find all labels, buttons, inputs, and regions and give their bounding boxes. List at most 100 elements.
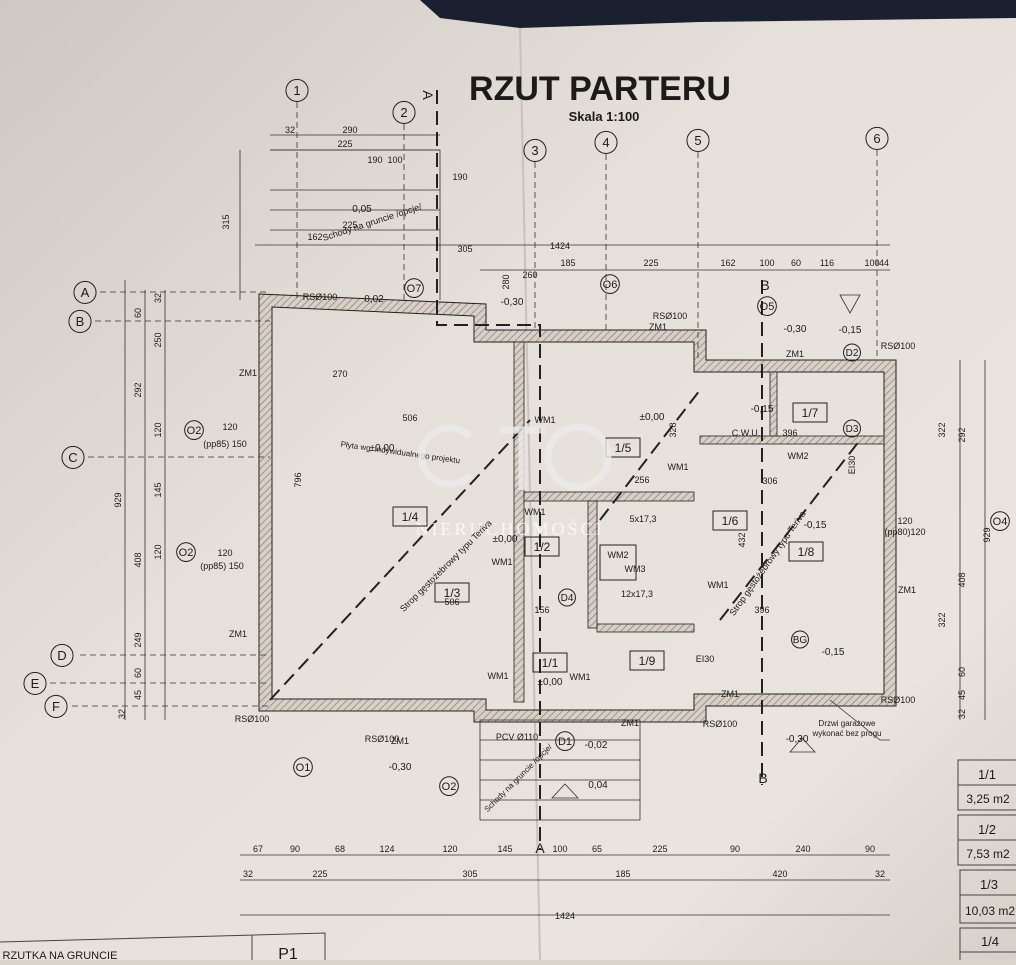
grid-axis-c-frame bbox=[61, 445, 85, 470]
wm1-label: WM1 bbox=[488, 671, 509, 681]
dimension-lines bbox=[50, 102, 986, 916]
dim-bottom-chain: 65 bbox=[592, 844, 602, 854]
title-block bbox=[0, 932, 326, 960]
door-d4-frame bbox=[558, 588, 576, 607]
zm1-label: ZM1 bbox=[229, 629, 247, 639]
room-1-6-frame bbox=[712, 510, 748, 531]
dim-left-chain: 60 bbox=[133, 668, 143, 678]
room-1-9: 1/9 bbox=[639, 654, 656, 668]
dim-bottom-chain: 90 bbox=[865, 844, 875, 854]
dim-label: 328 bbox=[668, 422, 678, 437]
dim-bottom-chain: 225 bbox=[652, 844, 667, 854]
room-1-1: 1/1 bbox=[542, 656, 559, 670]
dim-bottom-chain2: 32 bbox=[875, 869, 885, 879]
window-dim: (pp80)120 bbox=[884, 527, 925, 537]
grid-axis-2-frame bbox=[392, 100, 416, 124]
window-dim: 120 bbox=[222, 422, 237, 432]
level-m030-label: -0,30 bbox=[501, 297, 524, 308]
dim-right-chain: 32 bbox=[957, 709, 967, 719]
area-room-1-2: 1/2 bbox=[978, 822, 996, 837]
window-o2: O2 bbox=[187, 425, 202, 437]
garage-door-note: Drzwi garażowe bbox=[819, 719, 876, 728]
room-1-4: 1/4 bbox=[402, 510, 419, 524]
dim-bottom-chain2: 32 bbox=[243, 869, 253, 879]
room-1-9-frame bbox=[629, 650, 665, 671]
zm1-label: ZM1 bbox=[786, 349, 804, 359]
dim-left-chain: 408 bbox=[133, 552, 143, 567]
level-0-label: ±0,00 bbox=[640, 412, 665, 423]
dim-bottom-chain2: 420 bbox=[772, 869, 787, 879]
window-o7-frame bbox=[404, 278, 424, 298]
window-dim: 120 bbox=[217, 548, 232, 558]
window-o2-frame bbox=[439, 776, 459, 797]
room-1-5: 1/5 bbox=[615, 441, 632, 455]
dim-label: 256 bbox=[634, 475, 649, 485]
room-1-8: 1/8 bbox=[798, 545, 815, 559]
grid-axis-b-frame bbox=[68, 309, 92, 334]
window-o1: O1 bbox=[296, 762, 311, 774]
window-o2: O2 bbox=[442, 781, 457, 793]
zm1-label: ZM1 bbox=[898, 585, 916, 595]
grid-axis-1: 1 bbox=[293, 83, 300, 98]
stairs bbox=[270, 149, 890, 821]
room-1-4-frame bbox=[392, 506, 428, 527]
window-o6-frame bbox=[600, 274, 620, 294]
room-1-3-frame bbox=[434, 582, 470, 603]
wm1-label: WM1 bbox=[525, 507, 546, 517]
wm1-label: WM1 bbox=[492, 557, 513, 567]
level-m030-label: -0,30 bbox=[389, 762, 412, 773]
dim-label: 506 bbox=[444, 597, 459, 607]
window-dim: 120 bbox=[897, 516, 912, 526]
grid-axis-2: 2 bbox=[400, 105, 407, 120]
dim-bottom-chain2: 185 bbox=[615, 869, 630, 879]
grid-axis-5-frame bbox=[686, 128, 710, 152]
grid-axis-3-frame bbox=[523, 138, 547, 162]
window-o7: O7 bbox=[407, 283, 422, 295]
door-d3: D3 bbox=[846, 424, 859, 435]
room-1-2: 1/2 bbox=[534, 540, 551, 554]
dim-bottom-chain: 67 bbox=[253, 844, 263, 854]
grid-axis-d: D bbox=[57, 648, 66, 663]
dim-label: 432 bbox=[737, 532, 747, 547]
dim-bottom-chain2: 225 bbox=[312, 869, 327, 879]
dim-top-chain: 162 bbox=[720, 258, 735, 268]
dim-bottom-chain: 240 bbox=[795, 844, 810, 854]
dim-bottom-total: 1424 bbox=[555, 911, 575, 921]
grid-axis-3: 3 bbox=[531, 143, 538, 158]
grid-axis-e: E bbox=[31, 676, 40, 691]
garage-door-bg: BG bbox=[793, 635, 808, 646]
dim-left-chain: 249 bbox=[133, 632, 143, 647]
dim-bottom-chain2: 305 bbox=[462, 869, 477, 879]
watermark-text: NIERUCHOMOŚCI bbox=[415, 518, 604, 539]
level-0-label: ±0,00 bbox=[493, 534, 518, 545]
dim-label: 156 bbox=[534, 605, 549, 615]
dim-left-chain: 32 bbox=[117, 709, 127, 719]
dim-label: 396 bbox=[754, 605, 769, 615]
window-o5: O5 bbox=[760, 301, 775, 313]
grid-axis-4: 4 bbox=[602, 135, 609, 150]
dim-right-chain: 322 bbox=[937, 612, 947, 627]
window-o4-frame bbox=[990, 511, 1010, 532]
dim-top-left: 100 bbox=[387, 155, 402, 165]
window-dim: (pp85) 150 bbox=[200, 561, 244, 571]
dim-top-chain: 185 bbox=[560, 258, 575, 268]
room-1-6: 1/6 bbox=[722, 514, 739, 528]
window-o4: O4 bbox=[993, 516, 1008, 528]
dark-fabric-top bbox=[420, 0, 1016, 28]
grid-axis-a-frame bbox=[73, 280, 97, 305]
area-value-1-1: 3,25 m2 bbox=[966, 792, 1010, 806]
room-1-7-frame bbox=[792, 402, 828, 423]
dim-top-left: 32 bbox=[285, 125, 295, 135]
garage-door-bg-frame bbox=[791, 630, 809, 649]
grid-axis-f: F bbox=[52, 699, 60, 714]
dim-top-left: 225 bbox=[337, 139, 352, 149]
dim-top-left: 290 bbox=[342, 125, 357, 135]
grid-axis-4-frame bbox=[594, 130, 618, 154]
dim-top-chain: 60 bbox=[791, 258, 801, 268]
dim-left-chain: 120 bbox=[153, 544, 163, 559]
grid-axis-a: A bbox=[81, 285, 90, 300]
stair-dim-2: 5x17,3 bbox=[629, 514, 656, 524]
room-1-3: 1/3 bbox=[444, 586, 461, 600]
dim-top-left: 162 bbox=[307, 232, 322, 242]
